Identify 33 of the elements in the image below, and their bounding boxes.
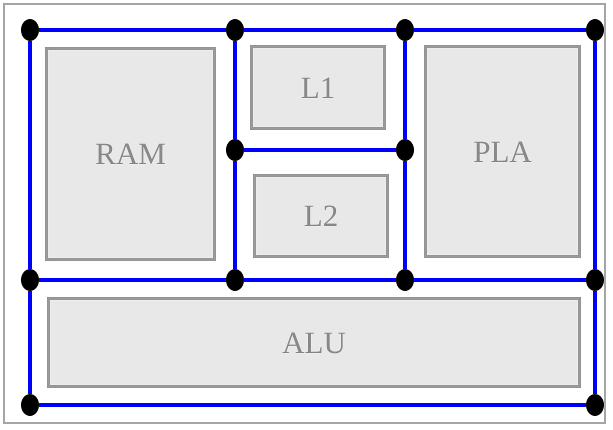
- junction-dot: [396, 139, 414, 161]
- junction-dot: [586, 19, 604, 41]
- block: L1: [250, 45, 386, 130]
- wire: [244, 28, 396, 32]
- block: L2: [253, 174, 389, 258]
- junction-dot: [21, 394, 39, 416]
- block: PLA: [424, 45, 581, 258]
- wire: [39, 403, 586, 407]
- wire: [28, 41, 32, 269]
- junction-dot: [226, 269, 244, 291]
- wire: [403, 161, 407, 269]
- wire: [28, 291, 32, 394]
- wire: [414, 278, 586, 282]
- junction-dot: [226, 139, 244, 161]
- wire: [39, 278, 226, 282]
- wire: [403, 41, 407, 139]
- junction-dot: [586, 394, 604, 416]
- junction-dot: [586, 269, 604, 291]
- junction-dot: [396, 269, 414, 291]
- junction-dot: [21, 19, 39, 41]
- wire: [233, 41, 237, 139]
- wire: [39, 28, 226, 32]
- junction-dot: [21, 269, 39, 291]
- wire: [593, 41, 597, 269]
- wire: [593, 291, 597, 394]
- wire: [244, 278, 396, 282]
- block: ALU: [47, 297, 581, 388]
- block: RAM: [45, 47, 216, 261]
- wire: [244, 148, 396, 152]
- junction-dot: [226, 19, 244, 41]
- wire: [233, 161, 237, 269]
- wire: [414, 28, 586, 32]
- junction-dot: [396, 19, 414, 41]
